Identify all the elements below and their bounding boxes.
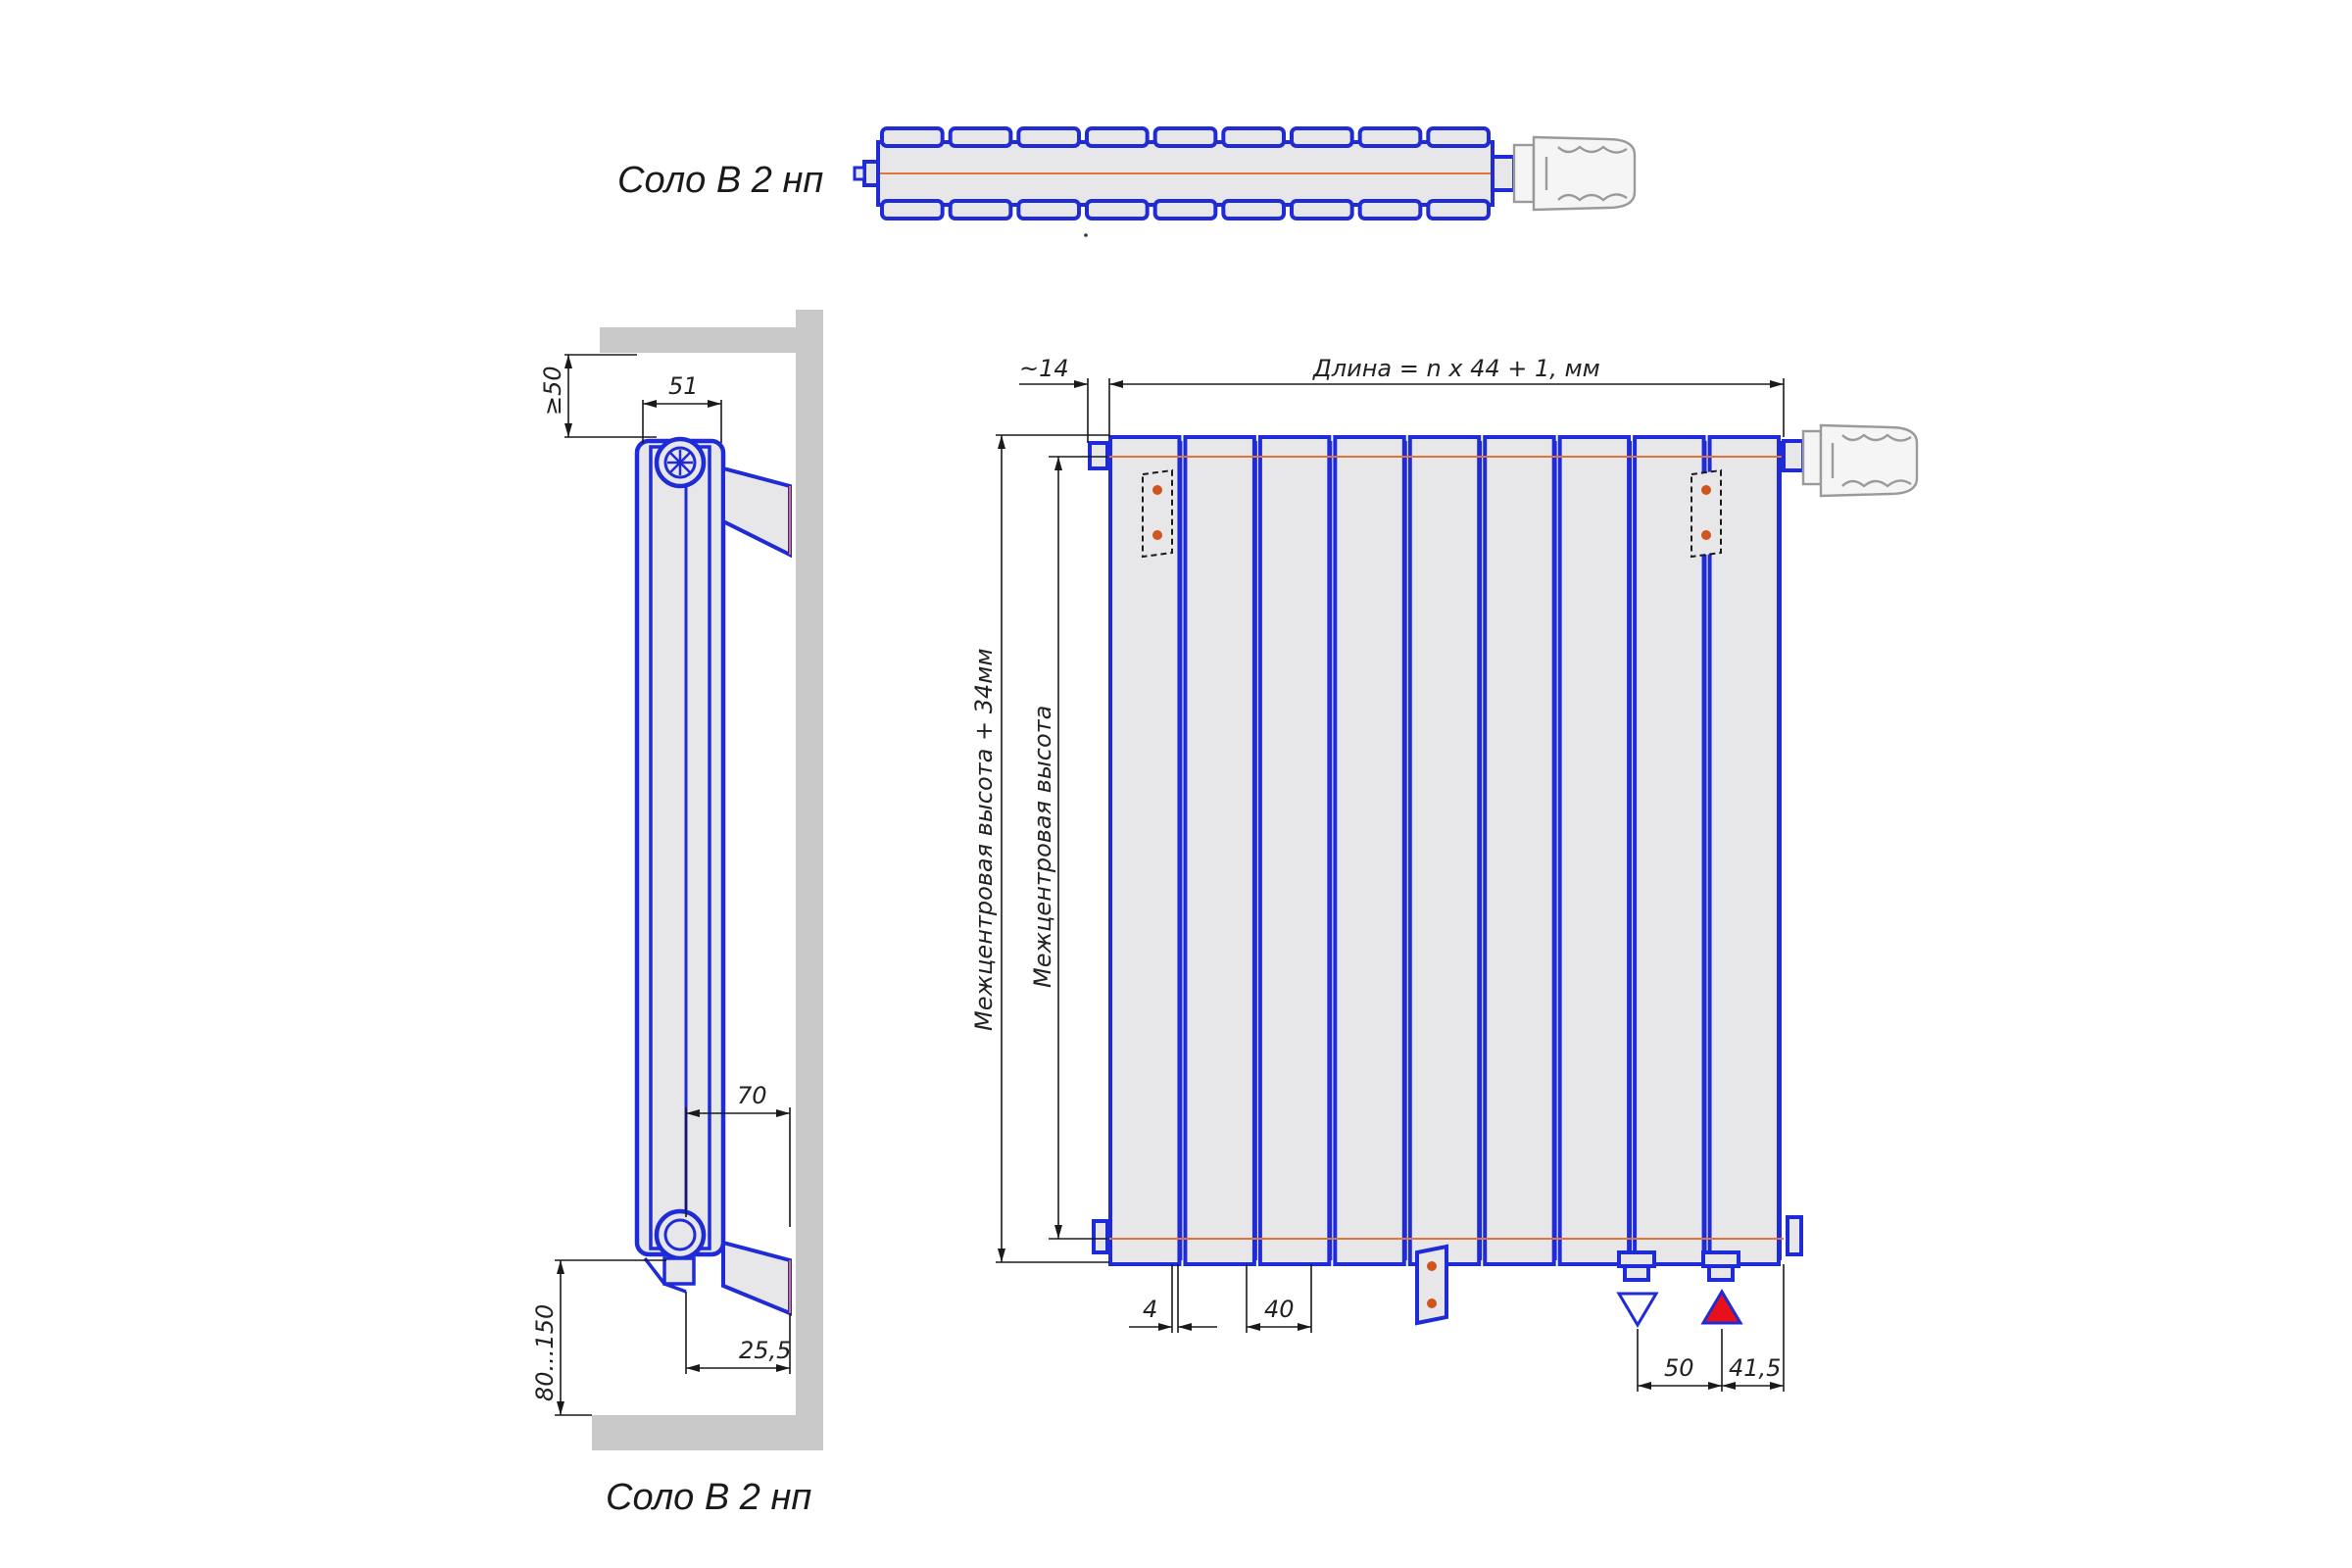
dim-top-gap-label: ≥50 [539,366,566,416]
dim-section-width-label: 40 [1264,1296,1295,1323]
front-view-section [1257,435,1332,1266]
top-view-section-fin [1290,199,1354,220]
front-right-connector [1782,439,1805,472]
front-view-section [1633,435,1706,1266]
wall [592,310,823,1450]
dim-depth: 51 [642,372,722,443]
thermostat-head-icon [1801,423,1919,498]
top-view-section-fin [880,199,945,220]
dim-floor-gap-label: 80...150 [531,1304,559,1401]
top-view-caption: Соло В 2 нп [617,160,823,201]
bottom-collector [654,1208,707,1261]
top-view: Соло В 2 нп [617,126,1637,237]
top-view-section-fin [948,199,1013,220]
dim-center-height-label: Межцентровая высота [1029,706,1056,988]
upper-wall-bracket [721,466,792,559]
dim-gap-label: 4 [1143,1296,1157,1323]
dim-right-offset-label: 41,5 [1729,1354,1781,1382]
top-view-section-fin [1016,199,1082,220]
top-collector-cross [667,450,693,475]
front-view-section [1407,435,1482,1266]
air-vent-plug [1088,441,1109,470]
top-view-section-fin [1357,126,1423,148]
dim-total-height-label: Межцентровая высота + 34мм [970,649,998,1031]
top-view-section-fin [1085,126,1150,148]
top-view-section-fin [1016,126,1082,148]
front-view-section [1707,435,1781,1266]
side-view: ≥50 51 70 25,5 [531,310,823,1518]
bottom-right-plug [1786,1215,1803,1256]
top-view-section-fin [1152,126,1218,148]
dim-gap: 4 [1129,1264,1217,1333]
bottom-connector-nipple [662,1256,696,1286]
side-view-caption: Соло В 2 нп [606,1477,811,1518]
left-mounting-bracket [1142,468,1173,559]
top-view-section-fin [1426,126,1492,148]
top-collector-inner [663,446,697,479]
bottom-mounting-bracket [1415,1244,1448,1326]
front-view-section [1557,435,1632,1266]
top-view-section-fin [1085,199,1150,220]
front-view-section [1108,435,1182,1266]
top-view-right-connector [1491,155,1516,192]
dim-section-width: 40 [1246,1264,1312,1333]
front-view-sections [1108,435,1782,1266]
top-view-section-fin [880,126,945,148]
front-view-section [1483,435,1556,1266]
dim-total-height: Межцентровая высота + 34мм [970,434,1109,1263]
top-view-left-plug [862,160,880,187]
top-view-section-fin [1221,126,1287,148]
dim-pipe-offset-label: 25,5 [739,1337,791,1364]
top-view-dot [1084,233,1088,237]
dim-floor-gap: 80...150 [531,1259,666,1416]
front-view-section [1333,435,1406,1266]
dim-pipe-spacing-label: 50 [1664,1354,1694,1382]
dim-left-offset-label: ~14 [1019,355,1069,382]
side-view-bottom-foot [643,1256,687,1294]
dim-outlet-offset: 70 [685,1082,791,1227]
return-arrow-icon [1616,1292,1659,1328]
top-view-section-fin [1221,199,1287,220]
bottom-left-plug [1092,1219,1109,1254]
right-mounting-bracket [1690,468,1722,559]
dim-length-label: Длина = n x 44 + 1, мм [1312,355,1600,382]
return-connection [1617,1250,1656,1282]
bottom-collector-inner [663,1218,697,1251]
dim-pipe-offset: 25,5 [685,1292,791,1374]
top-view-section-fin [1152,199,1218,220]
top-view-section-fin [1426,199,1492,220]
top-view-section-fin [948,126,1013,148]
lower-wall-bracket [721,1240,792,1316]
dim-top-gap: ≥50 [539,354,657,438]
top-view-section-fin [1357,199,1423,220]
dim-pipe-spacing: 50 [1637,1329,1723,1392]
dim-length: Длина = n x 44 + 1, мм [1108,355,1785,437]
dim-outlet-offset-label: 70 [737,1082,767,1109]
dim-right-offset: 41,5 [1722,1264,1785,1392]
dim-depth-label: 51 [668,372,699,400]
dim-center-height: Межцентровая высота [1029,456,1107,1240]
supply-arrow-icon [1700,1289,1743,1325]
top-view-sections [876,126,1494,220]
top-view-section-fin [1290,126,1354,148]
top-view-left-plug-cap [853,166,866,181]
front-view: Длина = n x 44 + 1, мм ~14 Межцентровая … [970,355,1919,1392]
dim-left-offset: ~14 [1019,355,1089,443]
supply-connection [1701,1250,1740,1282]
front-view-section [1183,435,1256,1266]
thermostat-head-icon [1512,135,1637,212]
